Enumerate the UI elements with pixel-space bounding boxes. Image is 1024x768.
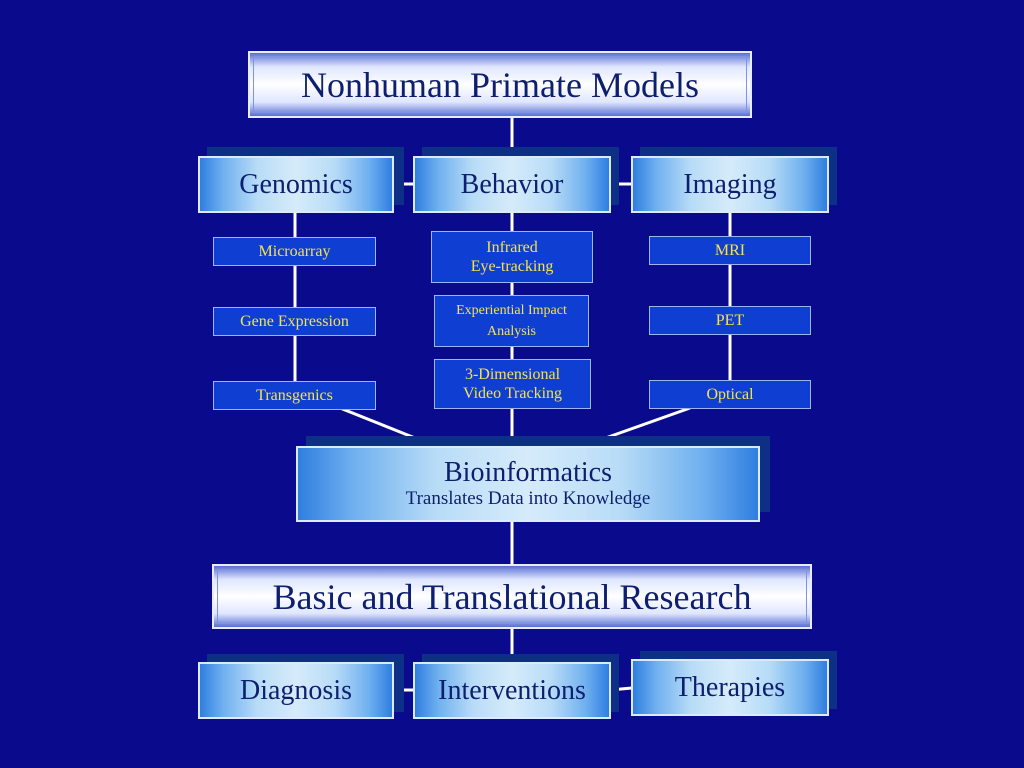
bioinformatics-box: Bioinformatics Translates Data into Know… [296, 446, 760, 522]
interventions-label: Interventions [438, 674, 586, 706]
interventions-box: Interventions [413, 662, 611, 719]
leaf-label-line2: Eye-tracking [470, 258, 554, 275]
top-title: Nonhuman Primate Models [301, 64, 699, 105]
leaf-label: MRI [714, 242, 746, 259]
connector-optical-bio [599, 406, 691, 442]
genomics-box: Genomics [198, 156, 394, 213]
leaf-label-line1: 3-Dimensional [464, 366, 561, 383]
leaf-label: Optical [706, 386, 754, 403]
behavior-item-experiential-impact: Experiential Impact Analysis [434, 295, 589, 347]
leaf-label: Gene Expression [240, 313, 349, 330]
behavior-item-eye-tracking: Infrared Eye-tracking [431, 231, 593, 283]
leaf-label: PET [715, 312, 745, 329]
leaf-label-line1: Infrared [486, 239, 538, 256]
therapies-box: Therapies [631, 659, 829, 716]
connector-transgenics-bio [339, 406, 421, 442]
diagnosis-label: Diagnosis [240, 674, 352, 706]
behavior-label: Behavior [460, 168, 564, 200]
research-box: Basic and Translational Research [212, 564, 812, 629]
leaf-label: Microarray [258, 243, 331, 260]
genomics-item-microarray: Microarray [213, 237, 376, 266]
imaging-item-optical: Optical [649, 380, 811, 409]
bioinformatics-subtitle: Translates Data into Knowledge [405, 488, 651, 509]
diagnosis-box: Diagnosis [198, 662, 394, 719]
imaging-box: Imaging [631, 156, 829, 213]
imaging-item-mri: MRI [649, 236, 811, 265]
genomics-item-transgenics: Transgenics [213, 381, 376, 410]
leaf-label-line1: Experiential Impact [456, 303, 567, 318]
genomics-item-gene-expression: Gene Expression [213, 307, 376, 336]
nonhuman-primate-models-box: Nonhuman Primate Models [248, 51, 752, 118]
behavior-item-video-tracking: 3-Dimensional Video Tracking [434, 359, 591, 409]
leaf-label-line2: Analysis [487, 324, 536, 339]
bioinformatics-title: Bioinformatics [444, 457, 612, 488]
imaging-item-pet: PET [649, 306, 811, 335]
research-title: Basic and Translational Research [272, 576, 752, 617]
imaging-label: Imaging [683, 168, 777, 200]
leaf-label-line2: Video Tracking [462, 385, 563, 402]
genomics-label: Genomics [239, 168, 353, 200]
therapies-label: Therapies [674, 671, 786, 703]
behavior-box: Behavior [413, 156, 611, 213]
leaf-label: Transgenics [256, 387, 333, 404]
